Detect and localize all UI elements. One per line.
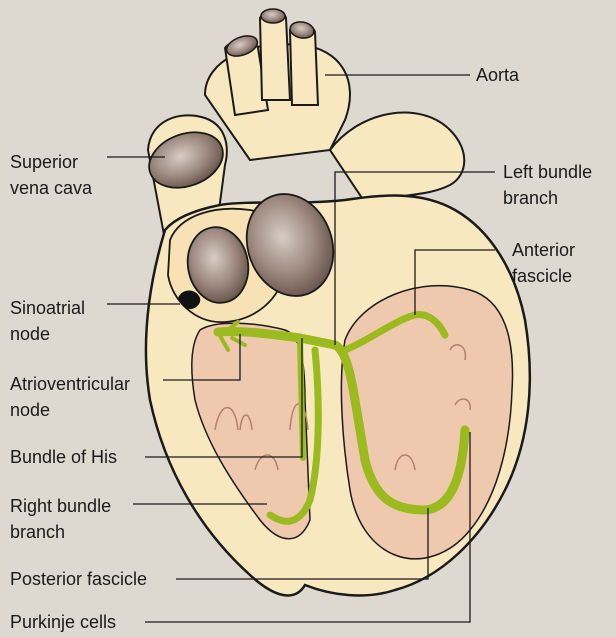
label-superior-vena-cava-line2: vena cava (10, 176, 92, 200)
aortic-opening-2 (261, 9, 285, 23)
label-anterior-fascicle-line1: Anterior (512, 238, 575, 262)
aortic-branch-2 (260, 11, 290, 101)
label-left-bundle-branch-line1: Left bundle (503, 160, 592, 184)
label-sinoatrial-node-line2: node (10, 322, 50, 346)
label-atrioventricular-node-line1: Atrioventricular (10, 372, 130, 396)
label-right-bundle-branch-line2: branch (10, 520, 65, 544)
label-anterior-fascicle-line2: fascicle (512, 264, 572, 288)
label-superior-vena-cava-line1: Superior (10, 150, 78, 174)
label-sinoatrial-node-line1: Sinoatrial (10, 296, 85, 320)
label-left-bundle-branch-line2: branch (503, 186, 558, 210)
label-atrioventricular-node-line2: node (10, 398, 50, 422)
label-purkinje-cells: Purkinje cells (10, 610, 116, 634)
label-aorta: Aorta (476, 63, 519, 87)
label-bundle-of-his: Bundle of His (10, 445, 117, 469)
label-right-bundle-branch-line1: Right bundle (10, 494, 111, 518)
label-posterior-fascicle: Posterior fascicle (10, 567, 147, 591)
